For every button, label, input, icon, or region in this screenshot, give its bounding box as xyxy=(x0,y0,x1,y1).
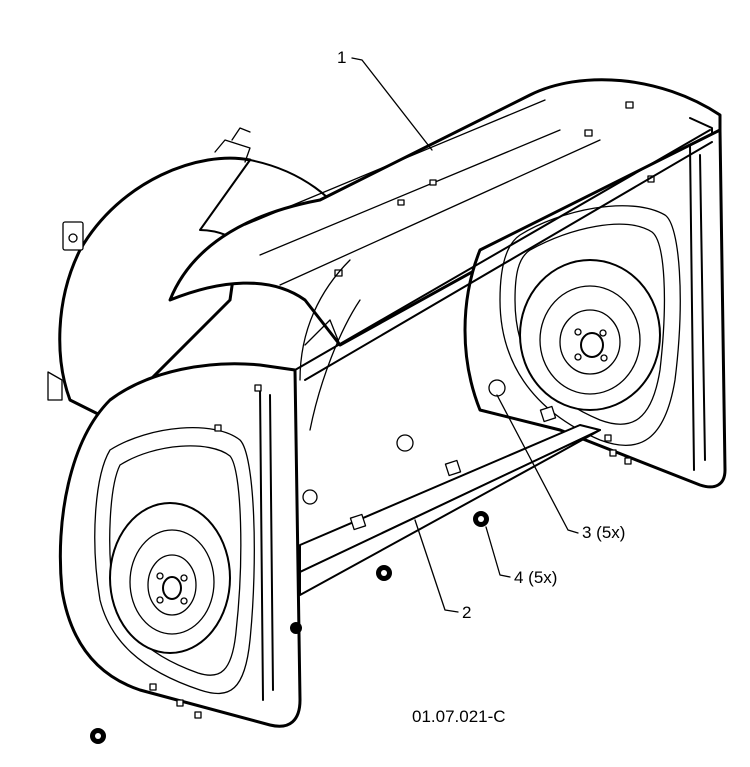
leader-lines xyxy=(351,57,579,613)
nuts xyxy=(90,511,489,744)
housing-interior xyxy=(294,129,713,505)
callout-4: 4 (5x) xyxy=(514,568,557,587)
auger-housing xyxy=(47,78,727,728)
housing-shell xyxy=(168,78,722,347)
callout-2: 2 xyxy=(462,603,471,622)
figure-code: 01.07.021-C xyxy=(412,707,506,726)
callout-1: 1 xyxy=(337,48,346,67)
left-side-plate xyxy=(58,362,302,728)
scraper-bar xyxy=(299,405,601,596)
callout-3: 3 (5x) xyxy=(582,523,625,542)
